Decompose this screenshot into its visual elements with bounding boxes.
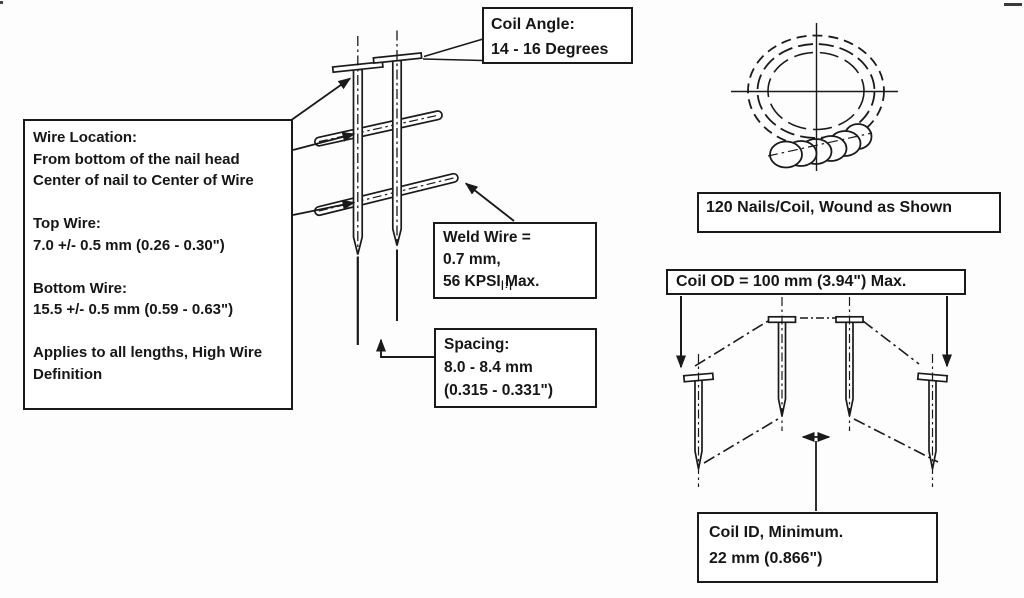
fan-nail-outer-left: [682, 354, 715, 487]
wire-location-line: [33, 192, 283, 214]
spacing-line: Spacing:: [444, 336, 510, 353]
spacing-label-box: Spacing: 8.0 - 8.4 mm (0.315 - 0.331"): [434, 328, 597, 408]
connector-bottom-right: [853, 418, 939, 463]
connector-bottom-left: [703, 418, 779, 464]
wire-location-line: 15.5 +/- 0.5 mm (0.59 - 0.63"): [33, 301, 234, 318]
leader-top-wire: [292, 132, 356, 151]
weld-wire-line: Weld Wire =: [443, 229, 531, 246]
coil-angle-leader-upper: [423, 38, 484, 58]
scan-artifacts: [0, 1, 1022, 6]
nail-head-circle: [769, 140, 803, 169]
coil-id-label-box: Coil ID, Minimum. 22 mm (0.866"): [697, 512, 938, 583]
connector-top-right: [862, 320, 920, 365]
coil-od-id-diagram: [676, 296, 952, 511]
bottom-weld-wire: [314, 172, 459, 217]
weld-wire-line: 56 KPSI Max.: [443, 273, 540, 290]
coil-od-label-box: Coil OD = 100 mm (3.94") Max.: [666, 269, 966, 295]
coil-angle-line: 14 - 16 Degrees: [491, 41, 609, 58]
wire-location-line: Bottom Wire:: [33, 279, 128, 297]
nail-wire-assembly: [289, 30, 515, 358]
coil-id-line: 22 mm (0.866"): [709, 550, 823, 567]
corner-dot: [0, 1, 3, 4]
wire-location-leaders: [289, 77, 356, 216]
fan-nail-inner-right: [835, 297, 864, 431]
connector-top-left: [694, 320, 769, 367]
coil-od-text: Coil OD = 100 mm (3.94") Max.: [676, 273, 907, 290]
wire-location-line: Definition: [33, 365, 103, 383]
wire-location-label-box: Wire Location: From bottom of the nail h…: [23, 119, 293, 410]
coil-path-connectors: [694, 317, 939, 464]
wound-heads-centerline: [767, 132, 873, 157]
coil-id-line: Coil ID, Minimum.: [709, 524, 844, 541]
nails-per-coil-text: 120 Nails/Coil, Wound as Shown: [706, 199, 952, 216]
spacing-leader-arrow: [376, 338, 434, 358]
coil-cross-section: [731, 23, 898, 171]
fan-nail-outer-right: [916, 354, 949, 487]
coil-angle-leader-lower: [422, 58, 484, 62]
coil-angle-line: Coil Angle:: [491, 16, 575, 33]
top-weld-wire: [314, 110, 443, 147]
coil-angle-label-box: Coil Angle: 14 - 16 Degrees: [482, 7, 633, 64]
spacing-line: (0.315 - 0.331"): [444, 382, 554, 399]
spacing-line: 8.0 - 8.4 mm: [444, 359, 533, 376]
wire-location-line: Center of nail to Center of Wire: [33, 172, 254, 189]
wire-location-line: Wire Location:: [33, 129, 138, 146]
weld-wire-small-mark: |:|: [501, 280, 513, 291]
leader-nail-head: [289, 77, 352, 122]
coil-angle-leaders: [422, 38, 484, 62]
nails-per-coil-label-box: 120 Nails/Coil, Wound as Shown: [697, 192, 1001, 233]
wire-location-line: From bottom of the nail head: [33, 150, 240, 168]
leader-bottom-wire: [292, 199, 356, 216]
weld-wire-arrow: [464, 182, 515, 222]
right-nail: [372, 30, 423, 321]
wire-location-line: [33, 256, 283, 278]
weld-wire-line: 0.7 mm,: [443, 251, 501, 268]
fan-nail-inner-left: [767, 297, 797, 431]
weld-wire-label-box: Weld Wire = 0.7 mm, 56 KPSI Max. |:|: [433, 222, 597, 299]
wire-location-line: 7.0 +/- 0.5 mm (0.26 - 0.30"): [33, 236, 225, 254]
wire-location-line: Top Wire:: [33, 215, 101, 232]
left-nail: [331, 36, 384, 345]
wire-location-line: Applies to all lengths, High Wire: [33, 344, 263, 361]
wire-location-line: [33, 321, 283, 343]
